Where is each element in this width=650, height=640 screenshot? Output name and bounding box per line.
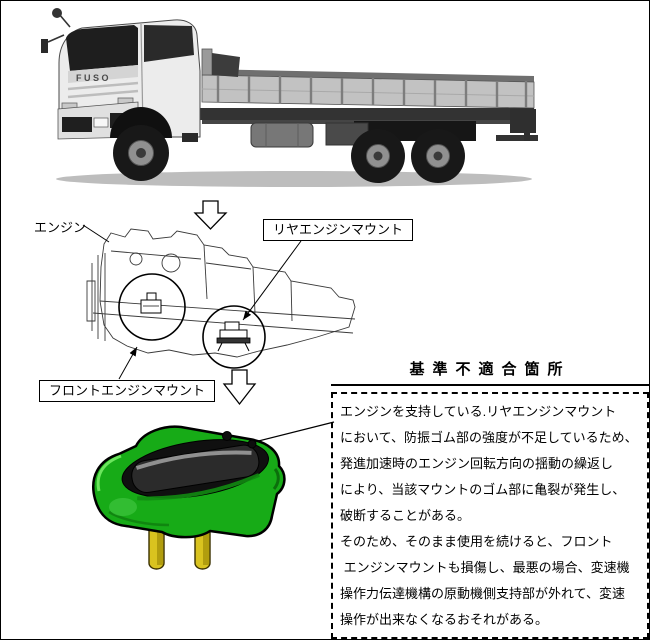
engine-line-drawing [86, 228, 356, 358]
engine-label: エンジン [34, 220, 87, 235]
rear-mount-glyph [216, 321, 251, 352]
rear-engine-mount-label: リヤエンジンマウント [263, 219, 414, 241]
mount-bolts [148, 524, 211, 570]
defect-text-line: 破断することがある。 [340, 508, 471, 523]
defect-section-header: 基準不適合箇所 [331, 358, 649, 386]
engine-leader-line [82, 224, 110, 243]
mount-shading [96, 454, 280, 527]
truck-shadow [56, 171, 532, 187]
defect-text-line: により、当該マウントのゴム部に亀裂が発生し、 [340, 482, 626, 497]
rear-mount-circle [202, 305, 266, 369]
truck-flatbed [201, 48, 535, 109]
defect-text-line: そのため、そのまま使用を続けると、フロント [340, 534, 613, 549]
truck-brand-text: FUSO [76, 73, 111, 83]
mount-rim-bolt [222, 431, 232, 441]
front-engine-mount-label: フロントエンジンマウント [39, 380, 216, 402]
rear-mount-leader-arrow [242, 240, 302, 321]
defect-text-line: エンジンを支持している.リヤエンジンマウント [340, 404, 617, 419]
mount-rubber-core [121, 439, 270, 501]
truck-wheels [110, 107, 465, 183]
defect-text-line: 発進加速時のエンジン回転方向の揺動の繰返し [340, 456, 614, 471]
front-mount-circle [118, 273, 186, 341]
truck-photo: FUSO [41, 8, 538, 187]
defect-text-line: において、防振ゴム部の強度が不足しているため、 [340, 430, 638, 445]
front-mount-leader-arrow [118, 346, 138, 380]
engine-mount-photo [92, 425, 286, 570]
defect-text-line: エンジンマウントも損傷し、最悪の場合、変速機 [340, 560, 630, 575]
defect-title: 基準不適合箇所 [409, 361, 571, 378]
mount-rim-bolt [247, 439, 257, 449]
front-mount-glyph [140, 292, 162, 314]
defect-text-line: 操作力伝達機構の原動機側支持部が外れて、変速 [340, 586, 625, 601]
truck-cab: FUSO [41, 8, 201, 142]
down-arrow-icon [222, 369, 257, 406]
defect-text-line: 操作が出来なくなるおそれがある。 [340, 612, 549, 627]
defect-description-box: エンジンを支持している.リヤエンジンマウント において、防振ゴム部の強度が不足し… [331, 392, 649, 639]
down-arrow-icon [193, 200, 228, 230]
